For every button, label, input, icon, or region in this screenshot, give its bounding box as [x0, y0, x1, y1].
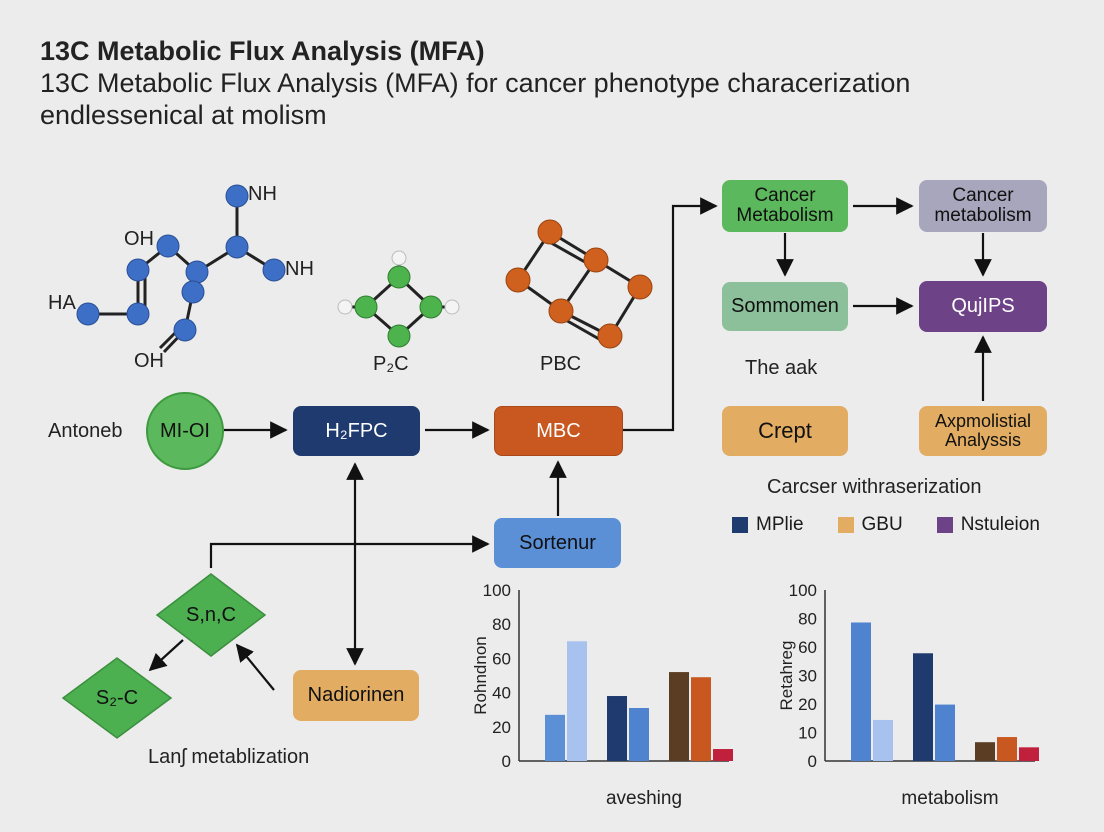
chart1-ytick-100: 100	[483, 581, 511, 600]
label-land-metablization: Lanʃ metablization	[148, 746, 310, 768]
molecule-2-label: P₂C	[373, 353, 409, 375]
chart1-ytick-0: 0	[502, 752, 511, 771]
molecule-1-label-nh-right: NH	[285, 258, 314, 280]
node-sortenur[interactable]: Sortenur	[494, 518, 621, 568]
chart2-bar-g3-3	[1019, 747, 1039, 761]
arrow-nadiorinen-to-snc	[235, 643, 275, 691]
arrow-snc-to-sortenur	[209, 535, 490, 568]
node-nadiorinen[interactable]: Nadiorinen	[293, 670, 419, 721]
chart1-ytick-40: 40	[492, 684, 511, 703]
node-cancer-metabolism-2[interactable]: Cancer metabolism	[919, 180, 1047, 232]
legend-label-gbu: GBU	[861, 514, 903, 535]
diamond-s2c-shape	[61, 657, 173, 739]
legend-swatch-nstuleion	[936, 517, 953, 533]
chart2-bar-g2-2	[935, 704, 955, 761]
node-qujips[interactable]: QujIPS	[919, 281, 1047, 332]
chart1-bar-g3-1	[669, 672, 689, 761]
chart1-bar-g1-2	[567, 641, 587, 761]
chart1-ytick-20: 20	[492, 718, 511, 737]
chart2-bar-g1-2	[873, 719, 893, 761]
chart2-bar-g1-1	[851, 622, 871, 761]
chart2-ytick-10: 10	[798, 724, 817, 743]
node-mi-oi[interactable]: MI-OI	[146, 392, 224, 470]
legend: MPlie GBU Nstuleion	[732, 514, 1040, 536]
legend-label-mplie: MPlie	[756, 514, 804, 535]
chart1-xlabel: aveshing	[606, 788, 682, 809]
legend-swatch-gbu	[837, 517, 854, 533]
chart2-ylabel: Retahreg	[777, 641, 796, 711]
legend-swatch-mplie	[732, 517, 748, 533]
molecule-1-label-nh-top: NH	[248, 183, 277, 205]
node-mbc[interactable]: MBC	[494, 406, 623, 456]
molecule-3-label: PBC	[540, 353, 582, 375]
chart2-ytick-30: 30	[798, 667, 817, 686]
chart2-bar-g3-2	[997, 737, 1017, 761]
diamond-snc-shape	[155, 573, 267, 657]
title-block: 13C Metabolic Flux Analysis (MFA) 13C Me…	[40, 36, 910, 132]
node-sommomen[interactable]: Sommomen	[722, 282, 848, 331]
chart1-bar-g3-2	[691, 677, 711, 761]
chart2-ytick-20: 20	[798, 695, 817, 714]
legend-label-nstuleion: Nstuleion	[960, 514, 1040, 535]
chart1-ylabel: Rohndnon	[471, 636, 490, 714]
node-cancer-metabolism-1[interactable]: Cancer Metabolism	[722, 180, 848, 232]
page-title: 13C Metabolic Flux Analysis (MFA)	[40, 36, 485, 66]
chart2-ytick-0: 0	[808, 752, 817, 771]
node-s2c[interactable]: S₂-C	[61, 656, 173, 740]
chart1-bar-g2-1	[607, 696, 627, 761]
node-snc[interactable]: S,n,C	[155, 572, 267, 658]
molecule-2	[337, 250, 460, 348]
page-subtitle: 13C Metabolic Flux Analysis (MFA) for ca…	[40, 67, 911, 98]
molecule-1-label-oh-bottom: OH	[134, 350, 164, 372]
chart1-bar-g3-3	[713, 749, 733, 761]
chart1-ytick-80: 80	[492, 615, 511, 634]
molecule-1-label-ha: HA	[48, 292, 76, 314]
molecule-1	[76, 184, 286, 354]
arrow-mbc-to-cancer-metabolism	[623, 197, 718, 432]
label-antoneb: Antoneb	[48, 420, 123, 442]
chart1-bar-g1-1	[545, 714, 565, 761]
chart2-bar-g3-1	[975, 742, 995, 761]
page-subtitle-2: endlessenical at molism	[40, 99, 327, 130]
chart2-ytick-100: 100	[789, 581, 817, 600]
node-h2fpc[interactable]: H₂FPC	[293, 406, 420, 456]
chart2-bar-g2-1	[913, 653, 933, 761]
legend-item-gbu: GBU	[837, 514, 903, 536]
chart2-ytick-60: 60	[798, 638, 817, 657]
node-axpmolistial-analyssis[interactable]: Axpmolistial Analyssis	[919, 406, 1047, 456]
chart1-bar-g2-2	[629, 707, 649, 761]
chart2-xlabel: metabolism	[901, 788, 998, 809]
node-s2c-label: S₂-C	[95, 686, 139, 709]
molecule-1-label-oh-top: OH	[124, 228, 154, 250]
node-snc-label: S,n,C	[185, 603, 237, 626]
legend-item-nstuleion: Nstuleion	[936, 514, 1040, 536]
molecule-3	[505, 219, 653, 349]
chart1-ytick-60: 60	[492, 649, 511, 668]
label-carcser-withraserization: Carcser withraserization	[767, 476, 982, 498]
label-the-aak: The aak	[745, 357, 818, 379]
arrow-snc-to-s2c	[148, 639, 184, 672]
legend-item-mplie: MPlie	[732, 514, 804, 536]
node-crept[interactable]: Crept	[722, 406, 848, 456]
chart2-ytick-80: 80	[798, 610, 817, 629]
